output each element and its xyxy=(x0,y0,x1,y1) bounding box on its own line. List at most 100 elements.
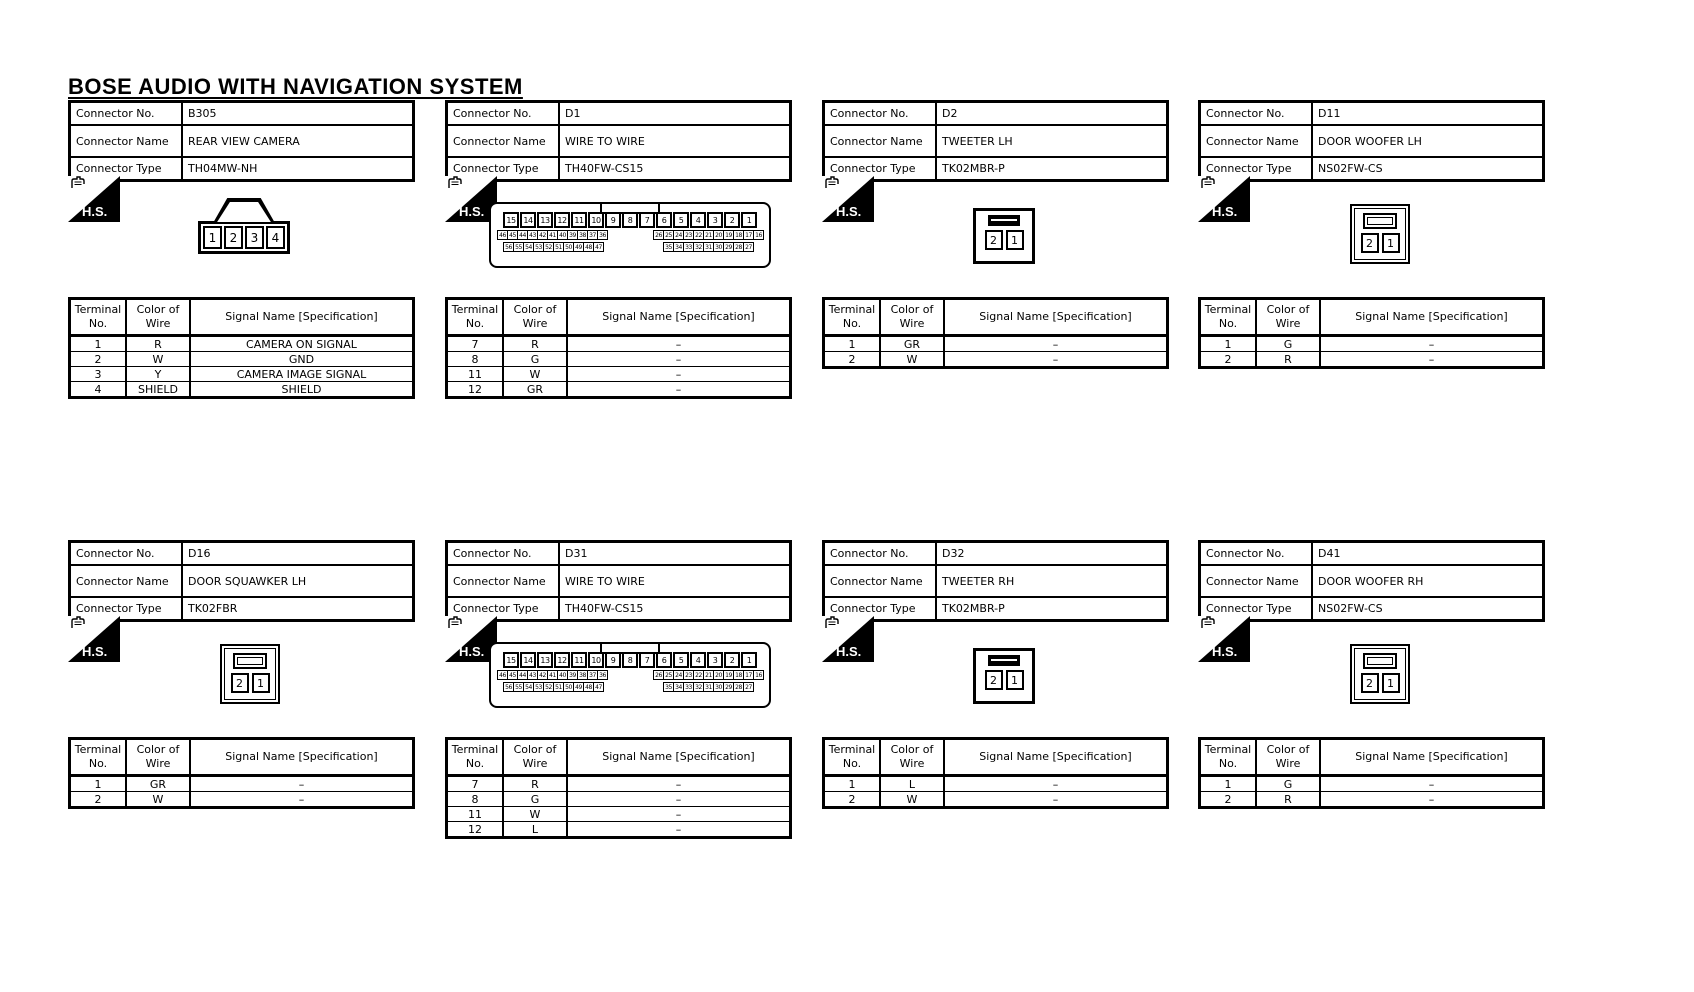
connector-no-label: Connector No. xyxy=(822,100,937,126)
terminal-no-header: Terminal No. xyxy=(68,297,127,337)
pin-cell: 11 xyxy=(571,212,587,228)
connector-type-label: Connector Type xyxy=(68,596,183,622)
pin-row-gap xyxy=(607,670,653,680)
pin-cell: 2 xyxy=(984,670,1003,690)
pin-cell: 14 xyxy=(520,652,536,668)
connector-notch xyxy=(600,202,660,214)
pin-cell: 15 xyxy=(503,212,519,228)
pin-row-gap xyxy=(603,242,663,252)
connector-no-value: D41 xyxy=(1311,540,1545,566)
hs-label: H.S. xyxy=(82,644,108,659)
connector-no-label: Connector No. xyxy=(1198,540,1313,566)
wire-color-cell: G xyxy=(502,791,568,807)
pin-cell: 5 xyxy=(673,212,689,228)
terminal-no-cell: 1 xyxy=(1198,775,1257,792)
connector-no-label: Connector No. xyxy=(445,100,560,126)
signal-name-cell: – xyxy=(189,791,415,808)
terminal-no-header: Terminal No. xyxy=(445,297,504,337)
signal-name-header: Signal Name [Specification] xyxy=(189,737,415,777)
pin-cell: 10 xyxy=(588,212,604,228)
hs-label: H.S. xyxy=(82,204,108,219)
hs-mark: H.S. xyxy=(822,616,874,662)
connector-type-label: Connector Type xyxy=(1198,596,1313,622)
pin-cell: 27 xyxy=(743,682,754,692)
hs-hand-icon xyxy=(1201,616,1215,628)
latch-slot xyxy=(1363,653,1397,669)
pin-cell: 14 xyxy=(520,212,536,228)
header-row: Connector No.D11 xyxy=(1198,100,1545,126)
latch-slot-filled xyxy=(988,215,1020,226)
header-row: Connector No.B305 xyxy=(68,100,415,126)
wire-color-header: Color of Wire xyxy=(879,297,945,337)
wire-color-cell: R xyxy=(1255,351,1321,368)
pin-cell: 3 xyxy=(707,212,723,228)
connector-notch xyxy=(600,642,660,654)
hs-label: H.S. xyxy=(1212,204,1238,219)
signal-name-cell: – xyxy=(943,335,1169,352)
pin-cell: 2 xyxy=(724,652,740,668)
header-row: Connector No.D41 xyxy=(1198,540,1545,566)
hs-mark: H.S. xyxy=(1198,616,1250,662)
terminal-no-cell: 8 xyxy=(445,791,504,807)
pin-cell: 3 xyxy=(707,652,723,668)
signal-name-cell: – xyxy=(566,791,792,807)
pin-cell: 6 xyxy=(656,212,672,228)
terminal-no-cell: 8 xyxy=(445,351,504,367)
hs-hand-icon xyxy=(825,176,839,188)
hs-label: H.S. xyxy=(836,644,862,659)
pin-row-gap xyxy=(607,230,653,240)
pin-cell: 12 xyxy=(554,212,570,228)
signal-name-cell: – xyxy=(943,351,1169,368)
connector-name-value: DOOR WOOFER LH xyxy=(1311,124,1545,158)
terminal-no-cell: 2 xyxy=(1198,351,1257,368)
pin-cell: 1 xyxy=(1005,670,1024,690)
connector-type-value: TK02MBR-P xyxy=(935,156,1169,182)
pin-cell: 16 xyxy=(753,670,764,680)
terminal-no-cell: 11 xyxy=(445,806,504,822)
signal-name-cell: – xyxy=(566,351,792,367)
connector-no-value: D2 xyxy=(935,100,1169,126)
latch-slot xyxy=(233,653,267,669)
terminal-no-header: Terminal No. xyxy=(445,737,504,777)
wire-color-cell: R xyxy=(1255,791,1321,808)
terminal-no-cell: 12 xyxy=(445,821,504,838)
signal-name-cell: SHIELD xyxy=(189,381,415,398)
hs-mark: H.S. xyxy=(68,176,120,222)
connector-type-value: TK02MBR-P xyxy=(935,596,1169,622)
connector-name-value: REAR VIEW CAMERA xyxy=(181,124,415,158)
signal-name-cell: – xyxy=(566,366,792,382)
pin-cell: 9 xyxy=(605,652,621,668)
pin-cell: 16 xyxy=(753,230,764,240)
hs-mark: H.S. xyxy=(68,616,120,662)
wire-color-cell: W xyxy=(502,806,568,822)
connector-no-value: D31 xyxy=(558,540,792,566)
pin-cell: 5 xyxy=(673,652,689,668)
